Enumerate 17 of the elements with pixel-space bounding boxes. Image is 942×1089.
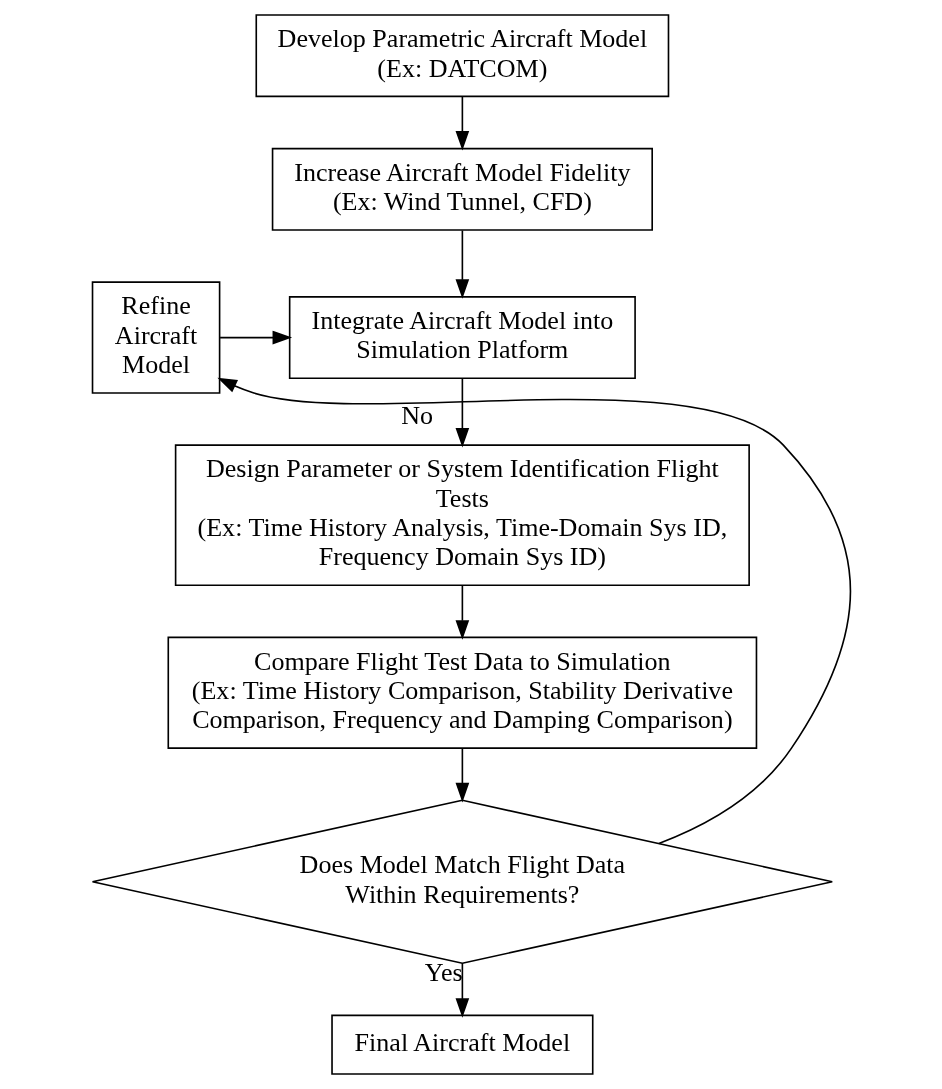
node-box: Develop Parametric Aircraft Model (Ex: DATCOM) [254, 14, 669, 98]
arrow [455, 962, 469, 1018]
edge-label: No [400, 400, 433, 430]
arrow [455, 747, 469, 803]
arrow [455, 377, 469, 448]
node-box: Compare Flight Test Data to Simulation (Ex: Time History Comparison, Stability Derivative Comparison, Frequency and Damping Comparison) [166, 636, 757, 749]
node-box: Refine Aircraft Model [91, 281, 220, 394]
arrow [218, 330, 292, 345]
arrow [455, 229, 469, 299]
arrow [455, 95, 469, 151]
node-box: Design Parameter or System Identification Flight Tests (Ex: Time History Analysis, Time-Domain Sys ID, Frequency Domain Sys ID) [174, 444, 750, 587]
node-box: Final Aircraft Model [330, 1014, 594, 1075]
arrow [455, 584, 469, 640]
node-box: Integrate Aircraft Model into Simulation Platform [288, 296, 636, 380]
node-box: Increase Aircraft Model Fidelity (Ex: Wind Tunnel, CFD) [271, 147, 653, 231]
arrow [216, 377, 851, 845]
node-diamond: Does Model Match Flight Data Within Requirements? [91, 799, 833, 965]
